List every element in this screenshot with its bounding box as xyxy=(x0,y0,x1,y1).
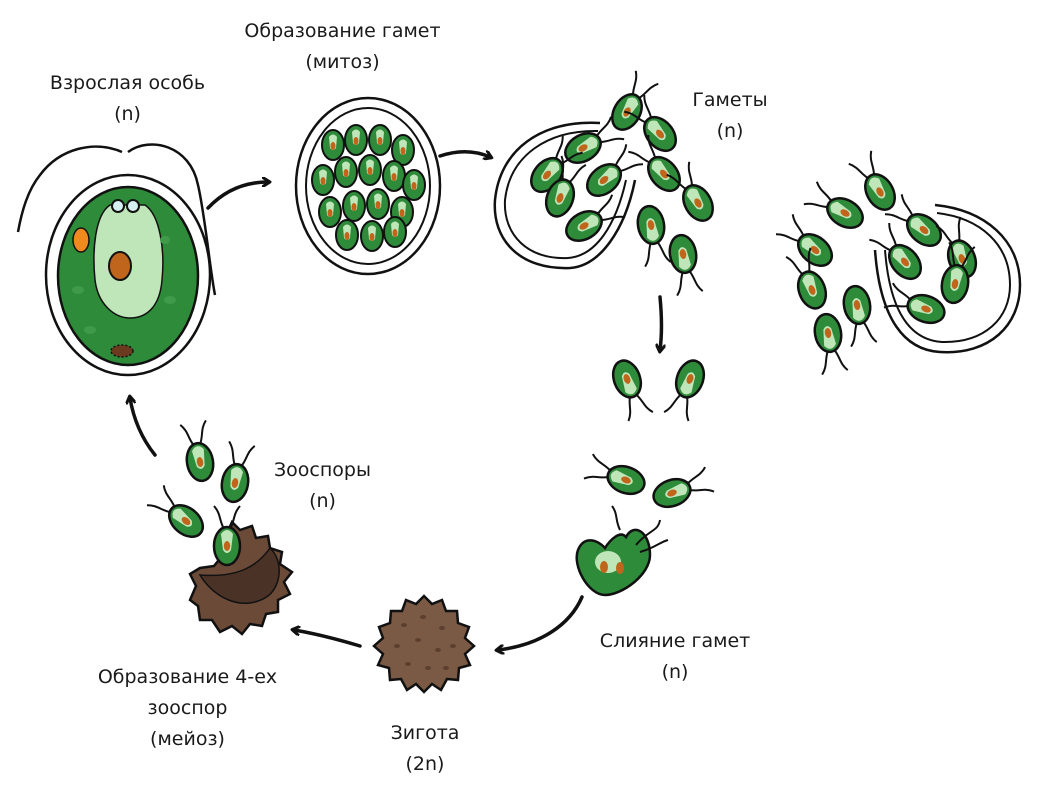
cycle-arrow-icon xyxy=(660,295,662,350)
gamete-icon xyxy=(839,282,878,348)
cycle-arrow-icon xyxy=(294,630,362,648)
label-zoospore-formation-title: Образование 4-ех xyxy=(97,666,278,688)
gamete-group-2 xyxy=(774,149,1022,376)
gamete-icon xyxy=(802,180,870,236)
zoospore-icon xyxy=(217,440,256,506)
gamete-icon xyxy=(662,355,710,423)
cycle-arrow-icon xyxy=(438,149,490,157)
label-gamete-formation-title: Образование гамет xyxy=(244,20,441,42)
label-zoospores-title: Зооспоры xyxy=(274,459,371,481)
fused-gametes-icon xyxy=(575,505,669,597)
label-zygote: Зигота (2n) xyxy=(360,718,490,780)
label-gamete-formation: Образование гамет (митоз) xyxy=(225,16,460,78)
label-zygote-ploidy: (2n) xyxy=(405,753,445,775)
zoospore-release-icon xyxy=(188,519,294,636)
label-fusion-ploidy: (n) xyxy=(661,661,689,683)
cycle-arrow-icon xyxy=(206,182,268,210)
label-adult-ploidy: (n) xyxy=(114,103,141,125)
label-zoospores: Зооспоры (n) xyxy=(255,455,390,517)
gamete-icon xyxy=(607,355,655,423)
label-fusion: Слияние гамет (n) xyxy=(585,626,765,688)
label-adult-title: Взрослая особь xyxy=(49,72,206,94)
label-zoospores-ploidy: (n) xyxy=(309,490,336,512)
label-fusion-title: Слияние гамет xyxy=(599,630,751,652)
adult-chlamydomonas-icon xyxy=(16,143,217,377)
gamete-icon xyxy=(774,213,840,274)
gamete-icon xyxy=(633,202,672,268)
gamete-icon xyxy=(582,452,650,500)
gamete-icon xyxy=(648,465,716,513)
label-adult: Взрослая особь (n) xyxy=(25,68,230,130)
label-gamete-formation-process: (митоз) xyxy=(305,51,380,73)
gamete-group-1 xyxy=(493,69,721,297)
gamete-icon xyxy=(665,231,704,297)
cycle-arrow-icon xyxy=(498,595,584,650)
label-gametes: Гаметы (n) xyxy=(670,85,790,147)
label-zoospore-formation-title2: зооспор xyxy=(147,697,228,719)
zoospore-icon xyxy=(145,484,211,545)
label-zoospore-formation-process: (мейоз) xyxy=(150,728,225,750)
label-gametes-ploidy: (n) xyxy=(716,120,744,142)
gamete-icon xyxy=(810,310,849,376)
label-gametes-title: Гаметы xyxy=(692,89,768,111)
cycle-arrow-icon xyxy=(130,398,157,457)
dividing-cell-icon xyxy=(294,96,442,276)
zoospore-icon xyxy=(212,504,242,567)
label-zoospore-formation: Образование 4-ех зооспор (мейоз) xyxy=(75,662,300,755)
zygote-icon xyxy=(372,594,476,694)
zoospore-icon xyxy=(179,419,218,485)
label-zygote-title: Зигота xyxy=(390,722,460,744)
